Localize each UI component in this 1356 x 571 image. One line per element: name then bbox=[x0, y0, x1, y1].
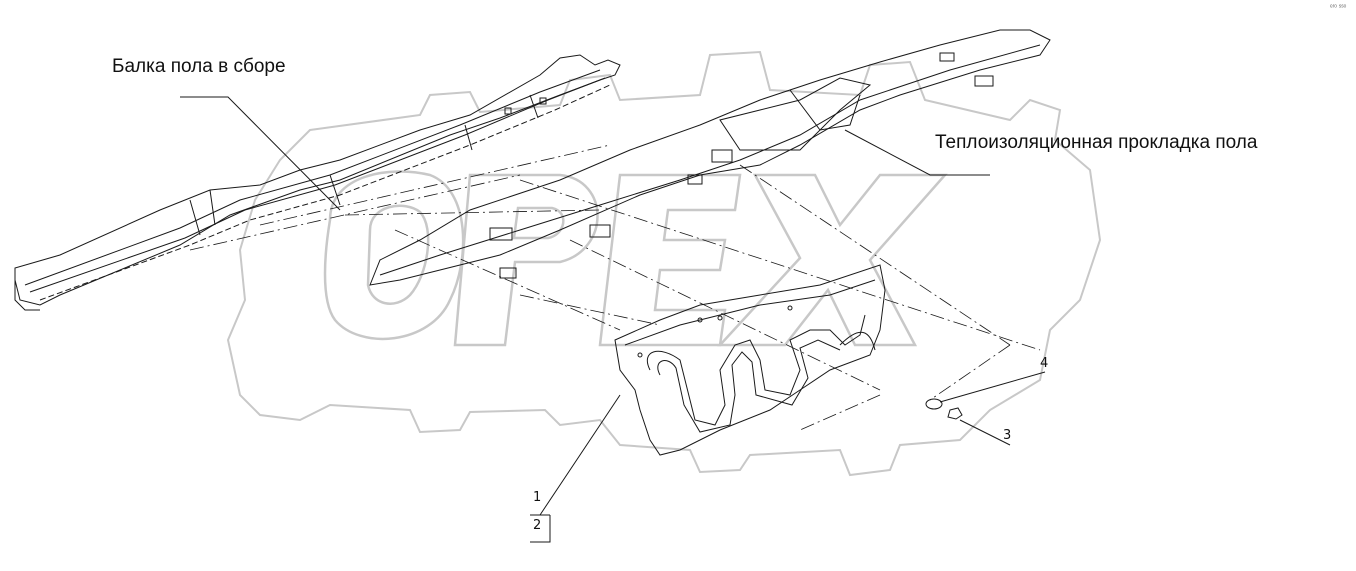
callout-4: 4 bbox=[1040, 356, 1049, 371]
callout-1: 1 bbox=[533, 490, 542, 505]
insulation-strip-drawing bbox=[369, 29, 1051, 286]
watermark-gear bbox=[226, 50, 1102, 477]
leader-lines bbox=[180, 96, 1046, 543]
washer-nut-drawing bbox=[925, 398, 963, 420]
label-floor-beam: Балка пола в сборе bbox=[112, 56, 286, 77]
assembly-lines bbox=[189, 144, 1041, 431]
heat-shield-drawing bbox=[614, 264, 886, 456]
watermark-letters bbox=[323, 170, 948, 347]
floor-beam-drawing bbox=[14, 54, 621, 311]
label-insulation-pad: Теплоизоляционная прокладка пола bbox=[935, 132, 1258, 153]
callout-3: 3 bbox=[1003, 428, 1012, 443]
corner-mark: ᵉʳᵒ ˢˢᵒ bbox=[1330, 4, 1347, 11]
callout-2: 2 bbox=[533, 518, 542, 533]
